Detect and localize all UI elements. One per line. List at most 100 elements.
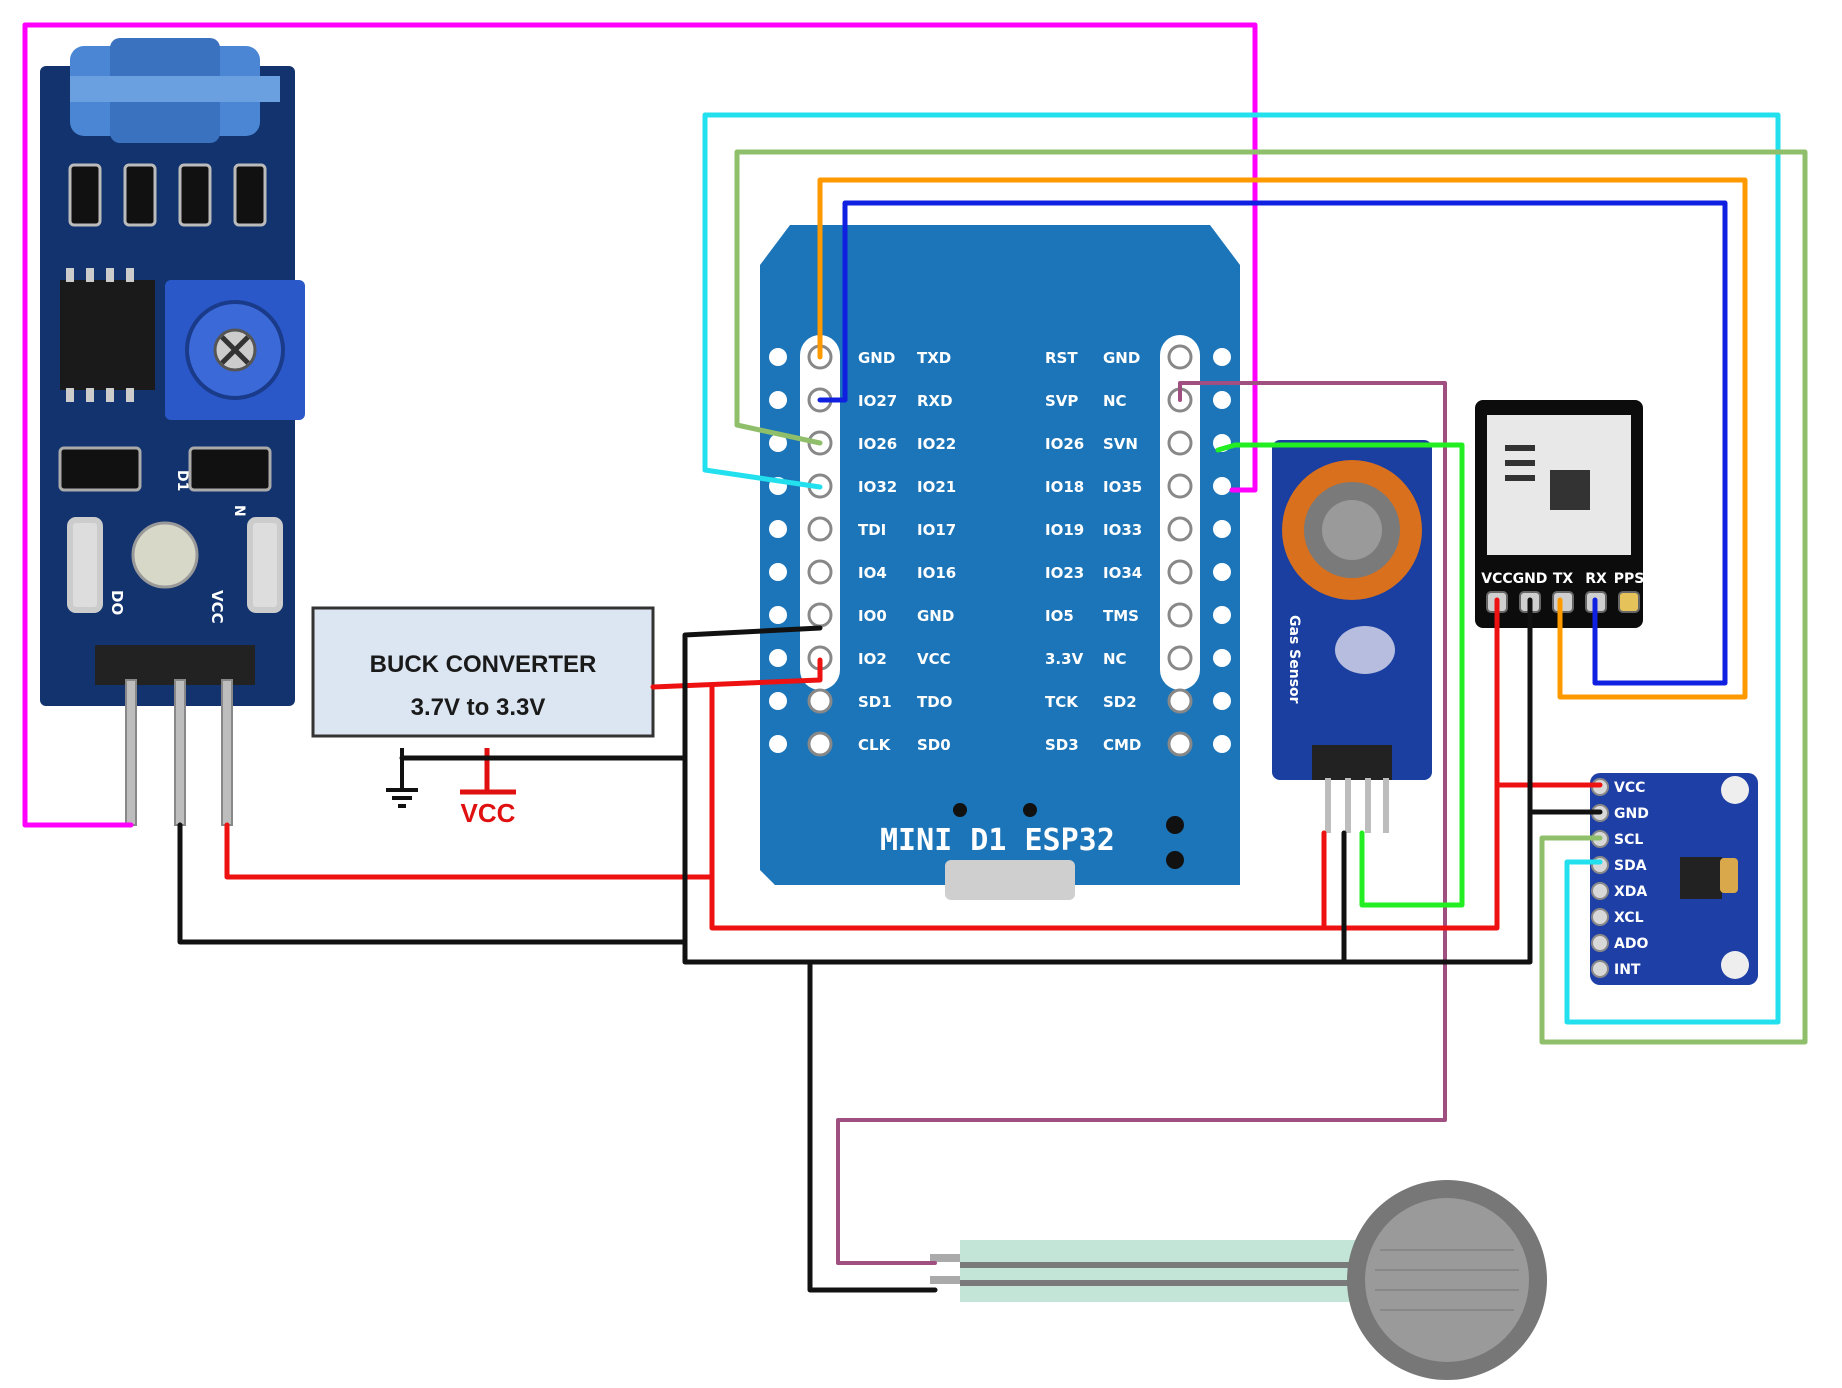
- esp32-pin-label: SD0: [917, 736, 951, 754]
- mpu-pin-label: XCL: [1614, 910, 1644, 926]
- esp32-pin-hole: [1213, 692, 1231, 710]
- esp32-pin-hole: [769, 348, 787, 366]
- esp32-pin-label: IO2: [858, 650, 887, 668]
- vcc-label: VCC: [461, 798, 516, 828]
- esp32-board-label: MINI D1 ESP32: [880, 823, 1115, 858]
- wire-orange: [817, 177, 1748, 700]
- ground-symbol: [386, 748, 418, 808]
- esp32-pin-label: IO0: [858, 607, 887, 625]
- esp32-pin-label: SD3: [1045, 736, 1079, 754]
- esp32-pin-hole: [807, 731, 833, 757]
- vib-header: [95, 645, 255, 685]
- esp32-pin-label: 3.3V: [1045, 650, 1084, 668]
- esp32-pin-label: CLK: [858, 736, 892, 754]
- wires: [22, 22, 1808, 1293]
- esp32-pin-label: IO5: [1045, 607, 1074, 625]
- vib-label-n: N: [231, 505, 247, 517]
- esp32-pin-label: NC: [1103, 650, 1127, 668]
- gps-pin-label: VCC: [1481, 571, 1512, 587]
- esp32-pin-hole: [769, 520, 787, 538]
- mpu-chip: [1680, 857, 1722, 899]
- usb-port: [945, 860, 1075, 900]
- esp32-pin-hole: [1213, 563, 1231, 581]
- wire-magenta: [22, 22, 1258, 828]
- esp32-pin-label: IO19: [1045, 521, 1084, 539]
- esp32-pin-label: SD2: [1103, 693, 1137, 711]
- esp32-pin-label: IO23: [1045, 564, 1084, 582]
- vibration-sensor-module: D1 N DO VCC: [40, 38, 305, 826]
- mpu-pin-pad: [1591, 960, 1609, 978]
- wire-purple: [836, 381, 1447, 1265]
- esp32-pin-label: CMD: [1103, 736, 1141, 754]
- esp32-pin-label: IO34: [1103, 564, 1142, 582]
- esp32-pin-label: SD1: [858, 693, 892, 711]
- mpu-pin-pad: [1591, 908, 1609, 926]
- esp32-pin-label: IO18: [1045, 478, 1084, 496]
- esp32-pin-label: IO32: [858, 478, 897, 496]
- esp32-pin-hole: [807, 688, 833, 714]
- wire-cyan: [702, 112, 1781, 1025]
- vib-pin-label-vcc: VCC: [208, 590, 226, 624]
- esp32-pin-label: IO26: [1045, 435, 1084, 453]
- wire-red-vib: [224, 822, 715, 880]
- wire-red-main: [709, 597, 1500, 931]
- status-led-right: [247, 517, 283, 613]
- wire-black-esp: [682, 597, 1533, 965]
- esp32-pin-label: IO35: [1103, 478, 1142, 496]
- mpu-pin-label: SDA: [1614, 858, 1647, 874]
- esp32-pin-hole: [1167, 430, 1193, 456]
- esp32-pin-label: IO27: [858, 392, 897, 410]
- esp32-pin-label: IO16: [917, 564, 956, 582]
- esp32-pin-hole: [769, 606, 787, 624]
- esp32-pin-hole: [807, 516, 833, 542]
- esp32-pin-label: IO17: [917, 521, 956, 539]
- esp32-pin-hole: [769, 735, 787, 753]
- esp32-pin-label: IO21: [917, 478, 956, 496]
- gas-header: [1312, 745, 1392, 780]
- esp32-pin-label: NC: [1103, 392, 1127, 410]
- mpu-pin-label: ADO: [1614, 936, 1648, 952]
- esp32-pin-hole: [769, 692, 787, 710]
- esp32-pin-hole: [1167, 559, 1193, 585]
- gas-sensor-label: Gas Sensor: [1286, 615, 1302, 704]
- esp32-pin-hole: [769, 563, 787, 581]
- esp32-pin-hole: [1167, 688, 1193, 714]
- wire-green: [1215, 442, 1465, 908]
- esp32-pin-label: RXD: [917, 392, 953, 410]
- mpu-pin-pad: [1591, 934, 1609, 952]
- esp32-pin-label: TXD: [917, 349, 951, 367]
- esp32-pin-hole: [1167, 645, 1193, 671]
- buck-title: BUCK CONVERTER: [370, 651, 597, 678]
- status-led-left: [67, 517, 103, 613]
- mpu-pin-label: INT: [1614, 962, 1641, 978]
- esp32-pin-label: SVN: [1103, 435, 1138, 453]
- mpu-pin-pad: [1591, 882, 1609, 900]
- esp32-pin-label: TDI: [858, 521, 886, 539]
- vcc-symbol: [460, 748, 516, 795]
- esp32-pin-hole: [769, 434, 787, 452]
- esp32-pin-label: VCC: [917, 650, 951, 668]
- esp32-pin-hole: [1213, 520, 1231, 538]
- gps-pin-label: RX: [1585, 571, 1607, 587]
- gps-pin-label: PPS: [1614, 571, 1645, 587]
- buck-voltage: 3.7V to 3.3V: [411, 694, 546, 721]
- esp32-pin-hole: [1213, 735, 1231, 753]
- vib-pin-do: [125, 679, 137, 826]
- esp32-pin-label: IO22: [917, 435, 956, 453]
- vib-pin-vcc: [221, 679, 233, 826]
- buck-converter: BUCK CONVERTER 3.7V to 3.3V VCC: [311, 606, 655, 828]
- wire-olive: [734, 149, 1808, 1045]
- mpu-pin-label: GND: [1614, 806, 1649, 822]
- wire-red-buck-to-esp: [650, 657, 823, 690]
- gps-pin-label: GND: [1513, 571, 1548, 587]
- esp32-pin-hole: [1213, 348, 1231, 366]
- esp32-pin-hole: [1167, 344, 1193, 370]
- esp32-pin-label: GND: [917, 607, 954, 625]
- mpu-pin-label: SCL: [1614, 832, 1643, 848]
- fsr-tail: [960, 1240, 1370, 1302]
- esp32-pin-hole: [1213, 649, 1231, 667]
- left-inner-header-strip: [800, 335, 840, 690]
